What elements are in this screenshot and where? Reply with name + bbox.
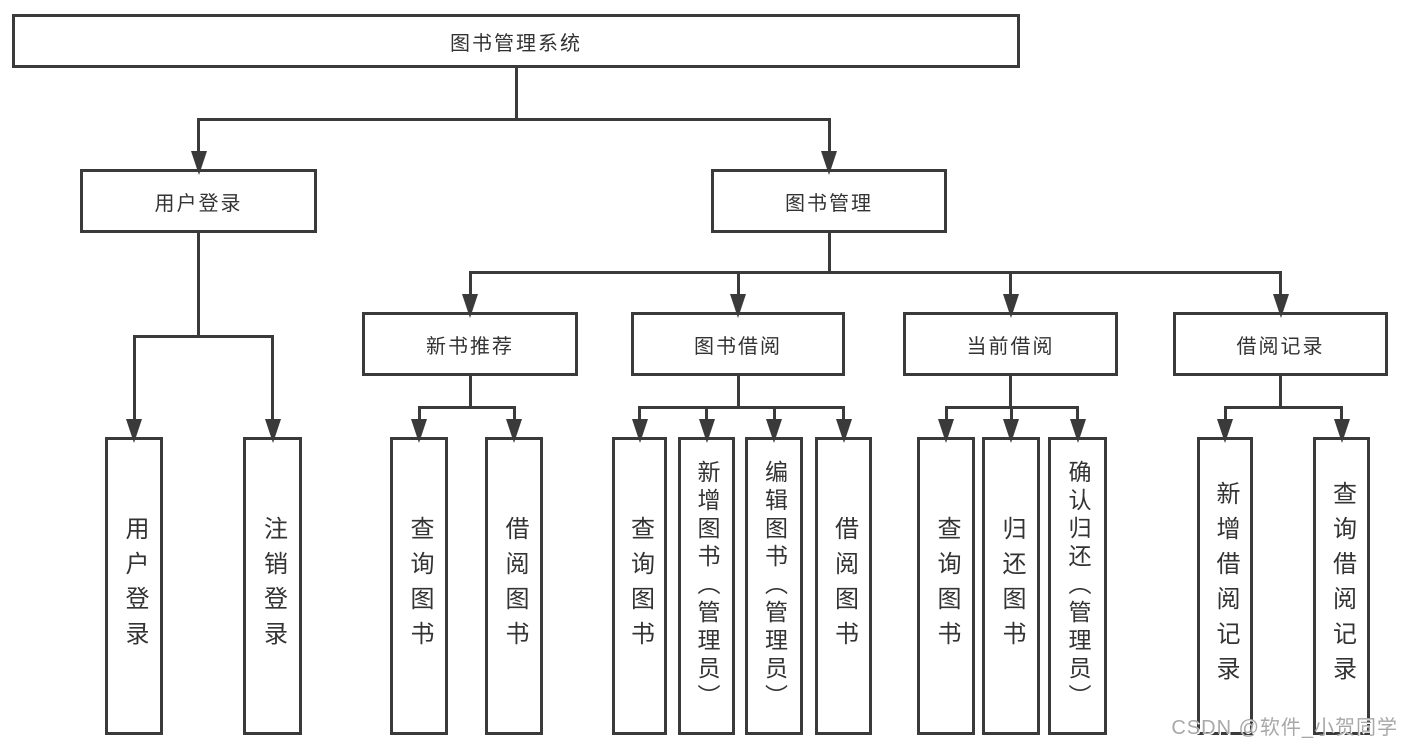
connector-arrowhead <box>938 419 954 443</box>
connector-line <box>638 405 845 409</box>
node-book-mgmt: 图书管理 <box>711 169 947 233</box>
connector-line <box>736 272 740 294</box>
connector-line <box>132 336 136 419</box>
node-leaf-edit-book: 编辑图书（管理员） <box>745 437 803 735</box>
connector-line <box>468 376 472 409</box>
connector-arrowhead <box>698 419 715 443</box>
node-label: 确认归还（管理员） <box>1065 460 1091 712</box>
connector-line <box>827 233 831 274</box>
connector-line <box>1340 407 1343 419</box>
connector-line <box>271 336 274 419</box>
node-label: 图书借阅 <box>694 335 782 358</box>
connector-line <box>197 119 200 151</box>
node-user-login: 用户登录 <box>80 169 317 233</box>
node-leaf-add-borrow-rec: 新增借阅记录 <box>1197 437 1253 735</box>
connector-line <box>1223 407 1227 419</box>
node-leaf-query-book-1: 查询图书 <box>390 437 448 735</box>
connector-arrowhead <box>1002 294 1019 318</box>
connector-arrowhead <box>821 151 837 175</box>
connector-line <box>468 272 472 294</box>
node-label: 查询图书 <box>933 516 960 656</box>
node-borrow-records: 借阅记录 <box>1173 312 1388 376</box>
node-leaf-query-borrow-rec: 查询借阅记录 <box>1313 437 1370 735</box>
connector-line <box>197 233 200 338</box>
connector-arrowhead <box>1217 419 1233 443</box>
connector-line <box>1279 272 1282 294</box>
connector-arrowhead <box>766 419 782 443</box>
connector-arrowhead <box>1003 419 1019 443</box>
node-leaf-user-login: 用户登录 <box>105 437 163 735</box>
node-label: 借阅图书 <box>830 516 858 656</box>
connector-line <box>512 407 516 419</box>
connector-line <box>197 117 831 121</box>
node-label: 借阅图书 <box>501 516 528 656</box>
node-leaf-borrow-book-1: 借阅图书 <box>485 437 543 735</box>
connector-line <box>736 376 740 409</box>
connector-line <box>468 270 1282 274</box>
connector-line <box>1009 272 1012 294</box>
node-label: 用户登录 <box>121 516 148 656</box>
connector-line <box>132 334 274 338</box>
node-label: 用户登录 <box>154 192 243 215</box>
connector-arrowhead <box>126 419 142 443</box>
connector-arrowhead <box>411 419 427 443</box>
connector-arrowhead <box>1272 294 1289 318</box>
node-leaf-query-book-3: 查询图书 <box>917 437 975 735</box>
connector-line <box>842 407 845 419</box>
connector-arrowhead <box>462 294 478 318</box>
connector-arrowhead <box>1069 419 1086 443</box>
node-leaf-query-book-2: 查询图书 <box>612 437 667 735</box>
connector-line <box>1279 376 1282 409</box>
node-label: 新增借阅记录 <box>1212 481 1239 691</box>
connector-arrowhead <box>1333 419 1350 443</box>
node-current-borrow: 当前借阅 <box>903 312 1118 376</box>
node-label: 借阅记录 <box>1236 335 1325 358</box>
node-label: 查询图书 <box>626 516 654 656</box>
node-label: 新书推荐 <box>426 335 514 358</box>
connector-line <box>944 407 948 419</box>
connector-line <box>1076 407 1079 419</box>
node-leaf-logout: 注销登录 <box>243 437 302 735</box>
connector-arrowhead <box>835 419 852 443</box>
connector-line <box>417 407 421 419</box>
connector-arrowhead <box>506 419 522 443</box>
connector-arrowhead <box>264 419 281 443</box>
connector-arrowhead <box>730 294 746 318</box>
connector-line <box>638 407 641 419</box>
node-label: 编辑图书（管理员） <box>761 460 788 712</box>
connector-line <box>1009 407 1013 419</box>
connector-line <box>705 407 708 419</box>
node-label: 图书管理系统 <box>450 32 582 55</box>
connector-line <box>1009 376 1012 409</box>
node-book-borrow: 图书借阅 <box>631 312 845 376</box>
connector-line <box>827 119 831 151</box>
node-new-book-rec: 新书推荐 <box>362 312 578 376</box>
node-label: 新增图书（管理员） <box>694 460 720 712</box>
node-label: 当前借阅 <box>966 335 1055 358</box>
node-label: 查询借阅记录 <box>1328 481 1356 691</box>
watermark: CSDN @软件_小贺同学 <box>1171 717 1398 739</box>
node-leaf-return-book: 归还图书 <box>982 437 1040 735</box>
node-root: 图书管理系统 <box>12 14 1020 68</box>
connector-line <box>1223 405 1343 409</box>
connector-line <box>417 405 516 409</box>
node-label: 归还图书 <box>998 516 1025 656</box>
node-label: 图书管理 <box>785 192 873 215</box>
node-leaf-borrow-book-2: 借阅图书 <box>815 437 872 735</box>
node-label: 查询图书 <box>406 516 433 656</box>
connector-arrowhead <box>631 419 648 443</box>
node-label: 注销登录 <box>259 516 287 656</box>
node-leaf-confirm-return: 确认归还（管理员） <box>1048 437 1107 735</box>
node-leaf-add-book: 新增图书（管理员） <box>678 437 735 735</box>
connector-line <box>772 407 776 419</box>
connector-arrowhead <box>190 151 207 175</box>
connector-line <box>514 68 518 121</box>
